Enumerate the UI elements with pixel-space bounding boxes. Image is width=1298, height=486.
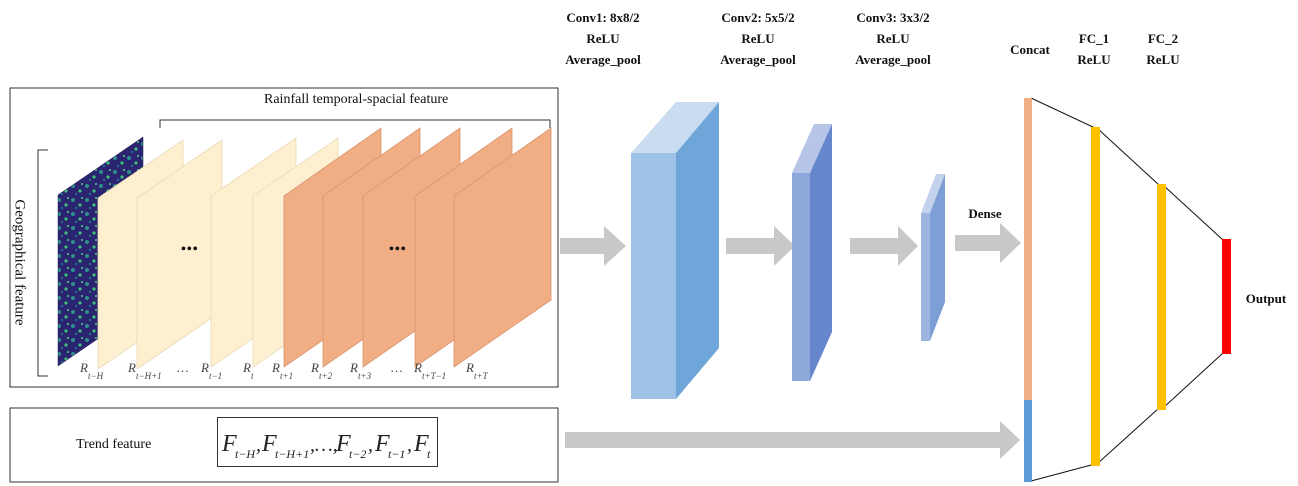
- conv2-label: Conv2: 5x5/2 ReLU Average_pool: [703, 7, 813, 70]
- input-panel: [9, 87, 559, 388]
- trend-label: Trend feature: [76, 437, 152, 452]
- fc2-bar: [1157, 184, 1166, 410]
- fc1-label: FC_1 ReLU: [1064, 28, 1124, 70]
- concat-bar-rainfall: [1024, 98, 1032, 400]
- svg-text:t+3: t+3: [358, 371, 372, 381]
- svg-text:R: R: [242, 360, 251, 375]
- conv3-kernel: Conv3: 3x3/2: [856, 10, 930, 25]
- trend-panel: [9, 407, 559, 483]
- geo-label: Geographical feature: [11, 199, 28, 326]
- fc1-name: FC_1: [1078, 31, 1110, 46]
- conv2-block: [792, 124, 832, 381]
- conv1-label: Conv1: 8x8/2 ReLU Average_pool: [548, 7, 658, 70]
- svg-text:t: t: [251, 371, 254, 381]
- svg-text:R: R: [271, 360, 280, 375]
- ellipsis-salmon: •••: [389, 242, 407, 257]
- svg-text:t−H: t−H: [88, 371, 104, 381]
- svg-text:F: F: [335, 431, 351, 457]
- svg-text:t+T: t+T: [474, 371, 489, 381]
- fc-connections: [1030, 97, 1224, 482]
- conv1-pool: Average_pool: [565, 52, 641, 67]
- conv3-label: Conv3: 3x3/2 ReLU Average_pool: [838, 7, 948, 70]
- fc1-bar: [1091, 127, 1100, 466]
- svg-text:t+2: t+2: [319, 371, 333, 381]
- svg-text:R: R: [127, 360, 136, 375]
- svg-text:F: F: [221, 431, 237, 457]
- svg-text:R: R: [465, 360, 474, 375]
- svg-text:R: R: [310, 360, 319, 375]
- svg-text:R: R: [79, 360, 88, 375]
- conv2-kernel: Conv2: 5x5/2: [721, 10, 795, 25]
- fc2-name: FC_2: [1147, 31, 1179, 46]
- svg-text:t+1: t+1: [280, 371, 293, 381]
- salmon-frames: [283, 127, 552, 368]
- arrows: [560, 223, 1021, 459]
- arrow-to-conv1: [560, 226, 626, 266]
- svg-text:F: F: [261, 431, 277, 457]
- svg-text:t−1: t−1: [209, 371, 222, 381]
- trend-formula-svg: Ft−H , Ft−H+1 ,…, Ft−2 , Ft−1 , Ft: [221, 431, 431, 461]
- svg-text:…: …: [391, 360, 403, 375]
- fc2-label: FC_2 ReLU: [1133, 28, 1193, 70]
- svg-text:F: F: [413, 431, 429, 457]
- svg-text:R: R: [200, 360, 209, 375]
- fc1-activation: ReLU: [1077, 52, 1111, 67]
- svg-text:,…,: ,…,: [310, 434, 338, 456]
- ellipsis-cream: •••: [181, 242, 199, 257]
- svg-text:t−H: t−H: [235, 447, 256, 461]
- arrow-to-conv3: [850, 226, 918, 266]
- output-label: Output: [1245, 291, 1287, 306]
- conv2-activation: ReLU: [741, 31, 775, 46]
- conv3-block: [921, 174, 945, 341]
- svg-text:t−H+1: t−H+1: [275, 447, 309, 461]
- frame-labels: Rt−H Rt−H+1 … Rt−1 Rt Rt+1 Rt+2 Rt+3 … R…: [79, 360, 489, 381]
- svg-text:R: R: [349, 360, 358, 375]
- svg-text:,: ,: [368, 434, 373, 456]
- dense-label: Dense: [968, 206, 1002, 221]
- conv3-pool: Average_pool: [855, 52, 931, 67]
- svg-text:t+T−1: t+T−1: [422, 371, 446, 381]
- arrow-dense: [955, 223, 1021, 263]
- concat-bar-trend: [1024, 400, 1032, 482]
- svg-text:,: ,: [407, 434, 412, 456]
- svg-text:t: t: [427, 447, 431, 461]
- cream-frames: [97, 137, 339, 370]
- svg-text:t−2: t−2: [349, 447, 366, 461]
- svg-text:t−1: t−1: [388, 447, 405, 461]
- svg-text:,: ,: [256, 434, 261, 456]
- arrow-to-conv2: [726, 226, 795, 266]
- geo-bracket: [37, 149, 48, 377]
- svg-text:t−H+1: t−H+1: [136, 371, 162, 381]
- conv1-block: [631, 102, 719, 399]
- svg-text:F: F: [374, 431, 390, 457]
- conv1-kernel: Conv1: 8x8/2: [566, 10, 640, 25]
- arrow-trend: [565, 421, 1020, 459]
- rainfall-bracket: [159, 119, 551, 128]
- conv3-activation: ReLU: [876, 31, 910, 46]
- concat-label: Concat: [1010, 42, 1050, 57]
- output-bar: [1222, 239, 1231, 354]
- conv2-pool: Average_pool: [720, 52, 796, 67]
- fc2-activation: ReLU: [1146, 52, 1180, 67]
- conv1-activation: ReLU: [586, 31, 620, 46]
- svg-text:…: …: [177, 360, 189, 375]
- rainfall-title: Rainfall temporal-spacial feature: [264, 92, 449, 107]
- svg-text:R: R: [413, 360, 422, 375]
